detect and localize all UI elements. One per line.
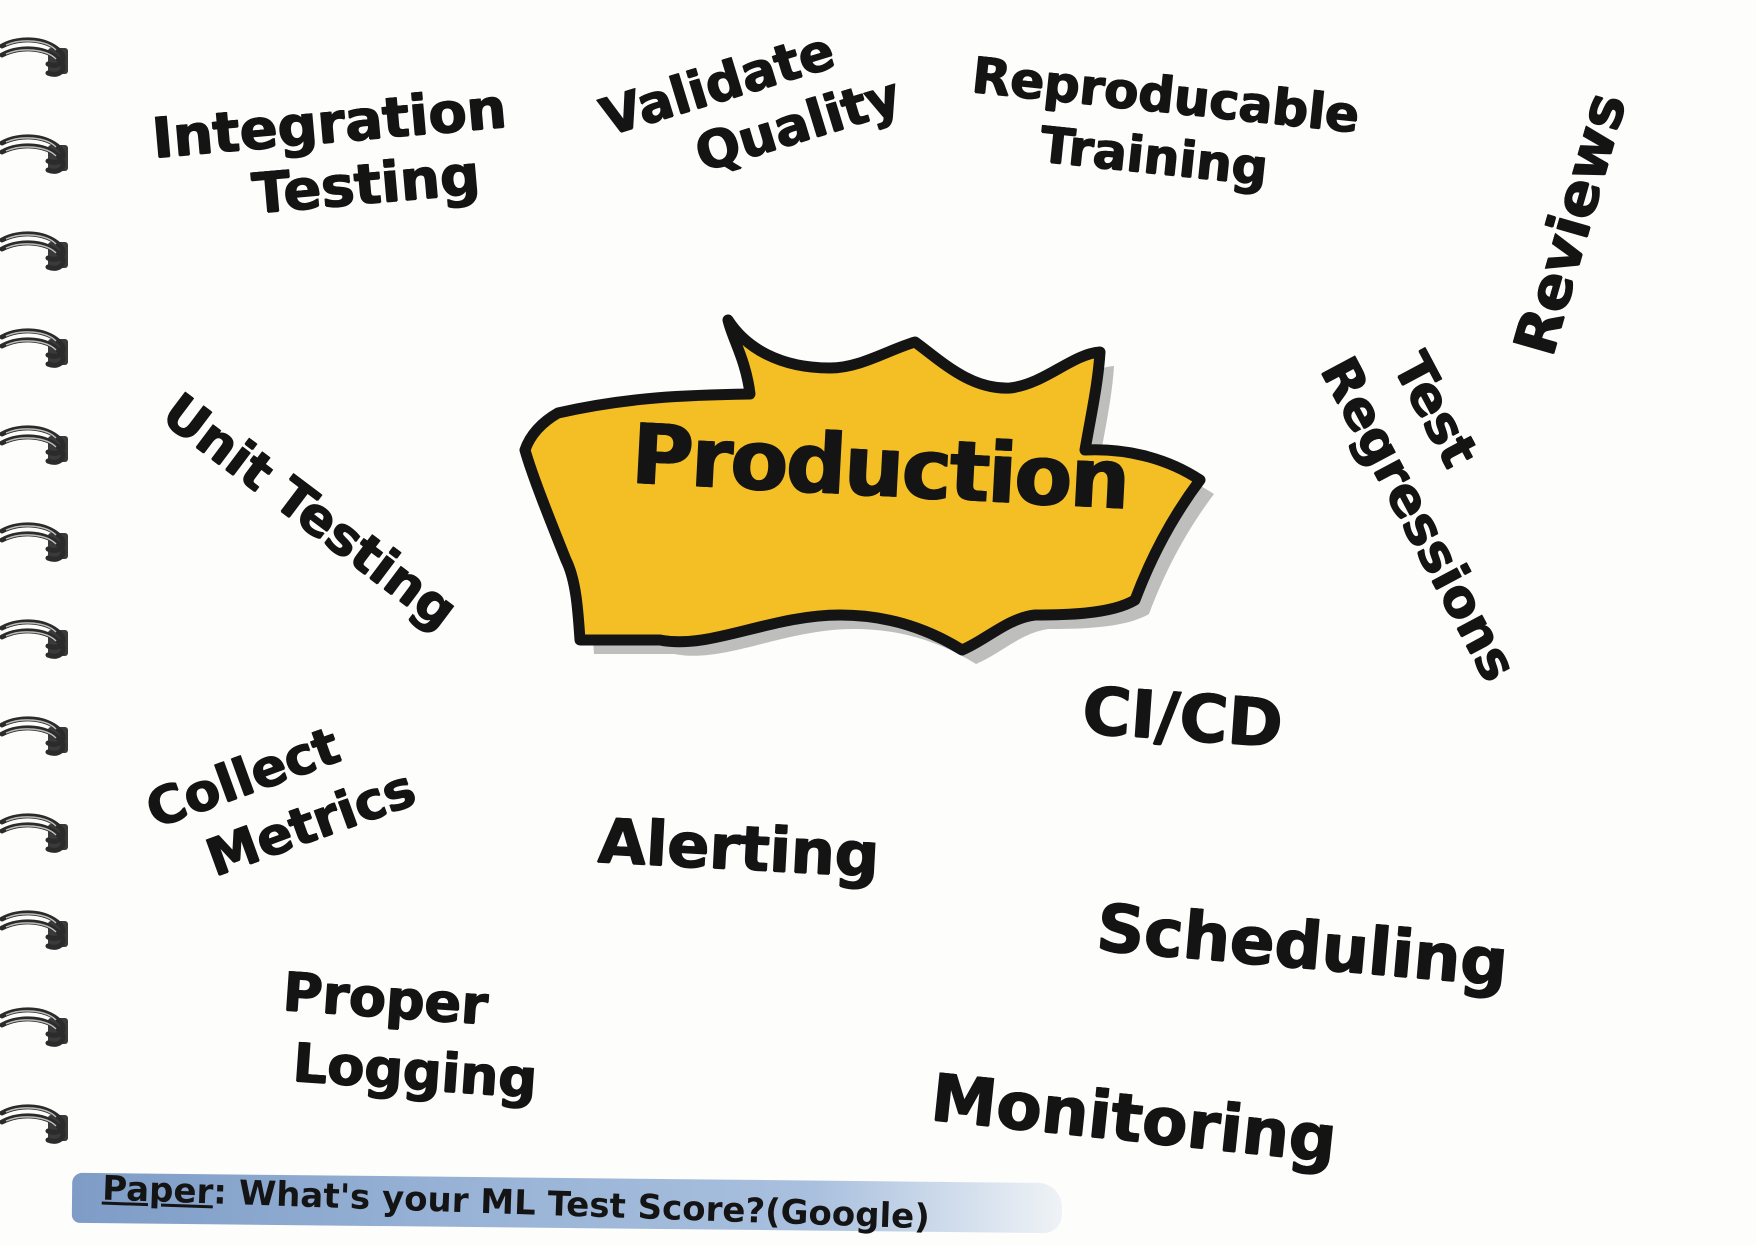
paper-source: (Google) <box>764 1191 931 1238</box>
binding-ring-highlight <box>5 719 57 730</box>
topic-line: Reviews <box>1500 84 1640 363</box>
topic-reviews: Reviews <box>1500 84 1640 363</box>
binding-ring-highlight <box>5 243 57 254</box>
topic-collect-metrics: Collect Metrics <box>139 700 424 899</box>
binding-ring-highlight <box>5 1019 57 1030</box>
binding-ring-highlight <box>5 437 57 448</box>
paper-reference: Paper: What's your ML Test Score?(Google… <box>71 1168 1063 1237</box>
topic-line: Monitoring <box>927 1059 1341 1179</box>
topic-line: Unit Testing <box>151 381 469 642</box>
binding-ring-highlight <box>5 1116 57 1127</box>
topic-line: Proper <box>280 960 491 1038</box>
binding-ring-highlight <box>5 234 57 245</box>
binding-ring-highlight <box>5 825 57 836</box>
topic-validate-quality: Validate Quality <box>594 10 908 204</box>
binding-ring-highlight <box>5 428 57 439</box>
binding-ring-highlight <box>5 40 57 51</box>
binding-ring-highlight <box>5 137 57 148</box>
topic-line: Logging <box>291 1030 540 1111</box>
spiral-rings <box>0 37 68 1144</box>
topic-ci-cd: CI/CD <box>1080 672 1286 763</box>
binding-ring-highlight <box>5 146 57 157</box>
topic-line: Alerting <box>596 804 882 892</box>
topic-scheduling: Scheduling <box>1093 889 1512 1002</box>
topic-line: Scheduling <box>1093 889 1512 1002</box>
topic-integration-testing: Integration Testing <box>150 76 514 232</box>
binding-ring-highlight <box>5 816 57 827</box>
topic-proper-logging: Proper Logging <box>276 960 543 1111</box>
binding-ring-highlight <box>5 525 57 536</box>
binding-ring-highlight <box>5 922 57 933</box>
spiral-binding <box>0 0 90 1245</box>
binding-ring-highlight <box>5 1010 57 1021</box>
binding-ring-highlight <box>5 331 57 342</box>
burst-shape <box>519 314 1214 664</box>
topic-test-regressions: Test Regressions <box>1308 343 1584 691</box>
paper-label: Paper <box>101 1168 215 1213</box>
topic-line: Reproducable <box>969 46 1363 145</box>
binding-ring-highlight <box>5 728 57 739</box>
topic-line: CI/CD <box>1080 672 1286 763</box>
paper-separator: : <box>212 1172 228 1213</box>
binding-ring-highlight <box>5 913 57 924</box>
topic-reproducable-training: Reproducable Training <box>963 46 1363 202</box>
binding-ring-highlight <box>5 622 57 633</box>
topic-alerting: Alerting <box>596 804 882 892</box>
production-burst: Production <box>510 310 1250 670</box>
topic-unit-testing: Unit Testing <box>151 381 469 642</box>
binding-ring-highlight <box>5 631 57 642</box>
binding-ring-highlight <box>5 1107 57 1118</box>
binding-ring-highlight <box>5 49 57 60</box>
binding-ring-highlight <box>5 534 57 545</box>
binding-ring-highlight <box>5 340 57 351</box>
topic-monitoring: Monitoring <box>927 1059 1341 1179</box>
